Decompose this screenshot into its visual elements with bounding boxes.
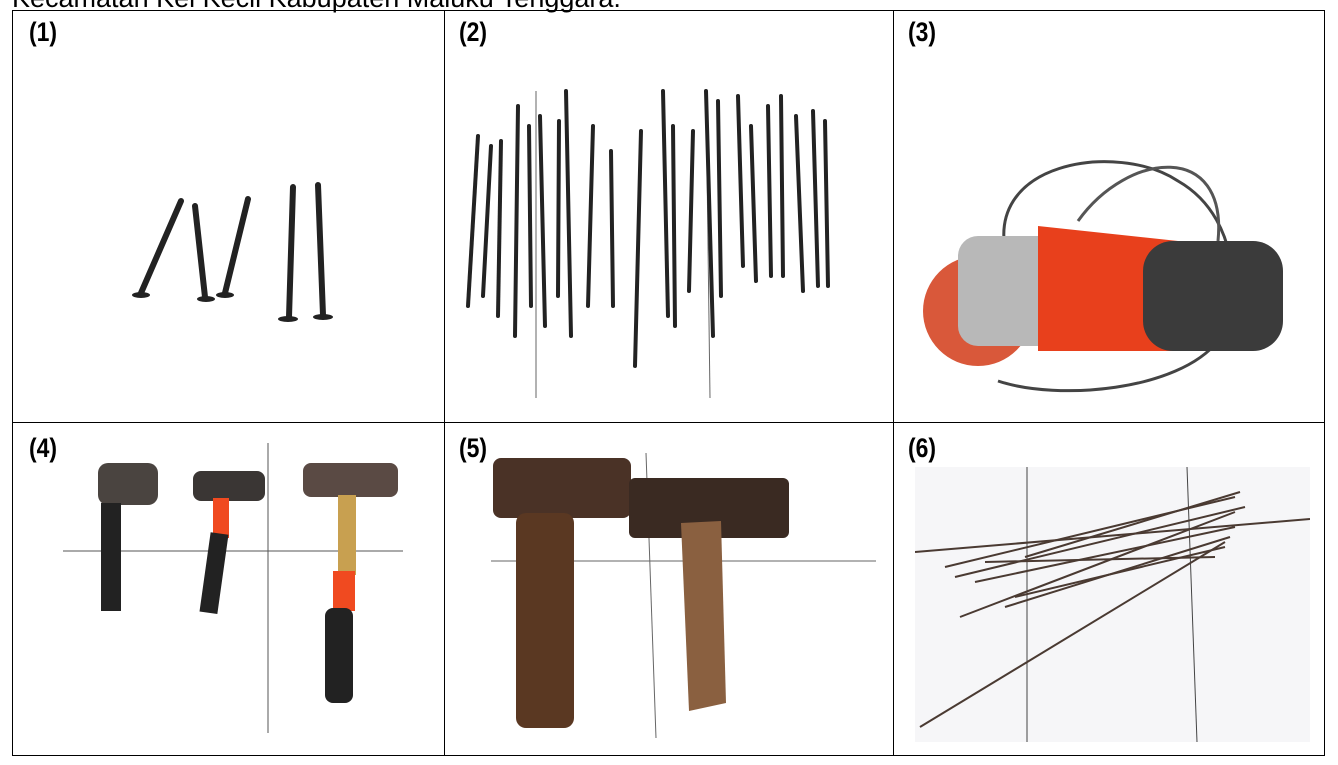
angle-grinder-photo: [923, 160, 1283, 393]
figure-label-3: (3): [908, 17, 937, 47]
figure-label-4: (4): [29, 433, 58, 463]
hammers-photo: [63, 443, 403, 733]
figure-label-6: (6): [908, 433, 937, 463]
divider: [13, 422, 1324, 423]
sledge-hammers-photo: [491, 453, 876, 739]
divider: [893, 11, 894, 755]
figure-label-5: (5): [459, 433, 488, 463]
nails-photo: [132, 182, 333, 322]
caption-text: Kecamatan Kei Kecil Kabupaten Maluku Ten…: [12, 0, 621, 14]
figure-label-2: (2): [459, 17, 488, 47]
steel-wires-photo: [915, 467, 1310, 742]
divider: [444, 11, 445, 755]
figure-label-1: (1): [29, 17, 58, 47]
figure-table: (1) (2) (3) (4) (5) (6): [12, 10, 1325, 756]
steel-spikes-photo: [466, 89, 830, 399]
